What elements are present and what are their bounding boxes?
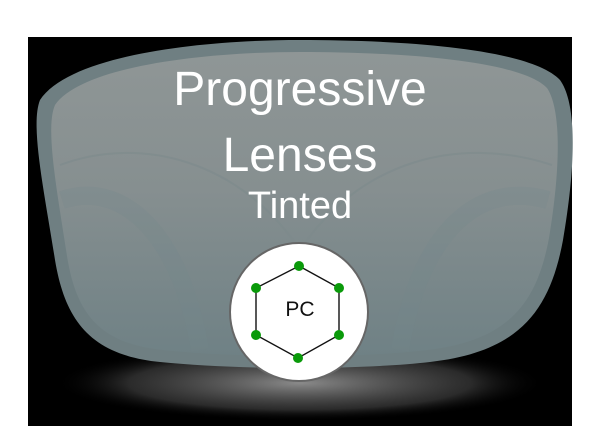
progressive-zone-left (59, 186, 209, 352)
material-badge (229, 242, 369, 382)
subtitle: Tinted (247, 185, 353, 227)
lens-surface (51, 52, 558, 356)
title-line-1: Progressive (173, 63, 427, 116)
progressive-zone-right (391, 186, 551, 352)
molecule-nodes (251, 261, 344, 363)
material-badge-label: PC (285, 298, 315, 321)
lens-shadow (55, 345, 545, 421)
title-line-2: Lenses (222, 129, 378, 182)
